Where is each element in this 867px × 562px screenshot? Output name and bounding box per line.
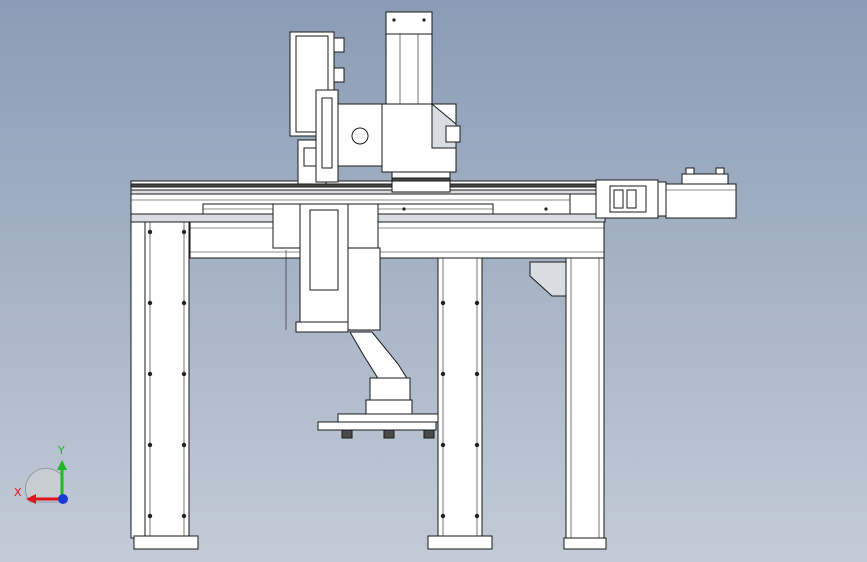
z-axis-column[interactable] <box>272 31 385 333</box>
right-leg[interactable] <box>529 257 607 550</box>
vacuum-cups[interactable] <box>341 429 435 439</box>
view-triad: X Y <box>14 444 68 504</box>
triad-y-label: Y <box>57 444 65 457</box>
triad-x-label: X <box>14 486 22 499</box>
x-axis-servo-motor[interactable] <box>595 167 737 219</box>
y-axis-gearbox[interactable] <box>381 11 461 193</box>
middle-leg[interactable] <box>427 213 493 550</box>
gripper-arm[interactable] <box>317 331 439 439</box>
left-leg[interactable] <box>130 213 199 550</box>
